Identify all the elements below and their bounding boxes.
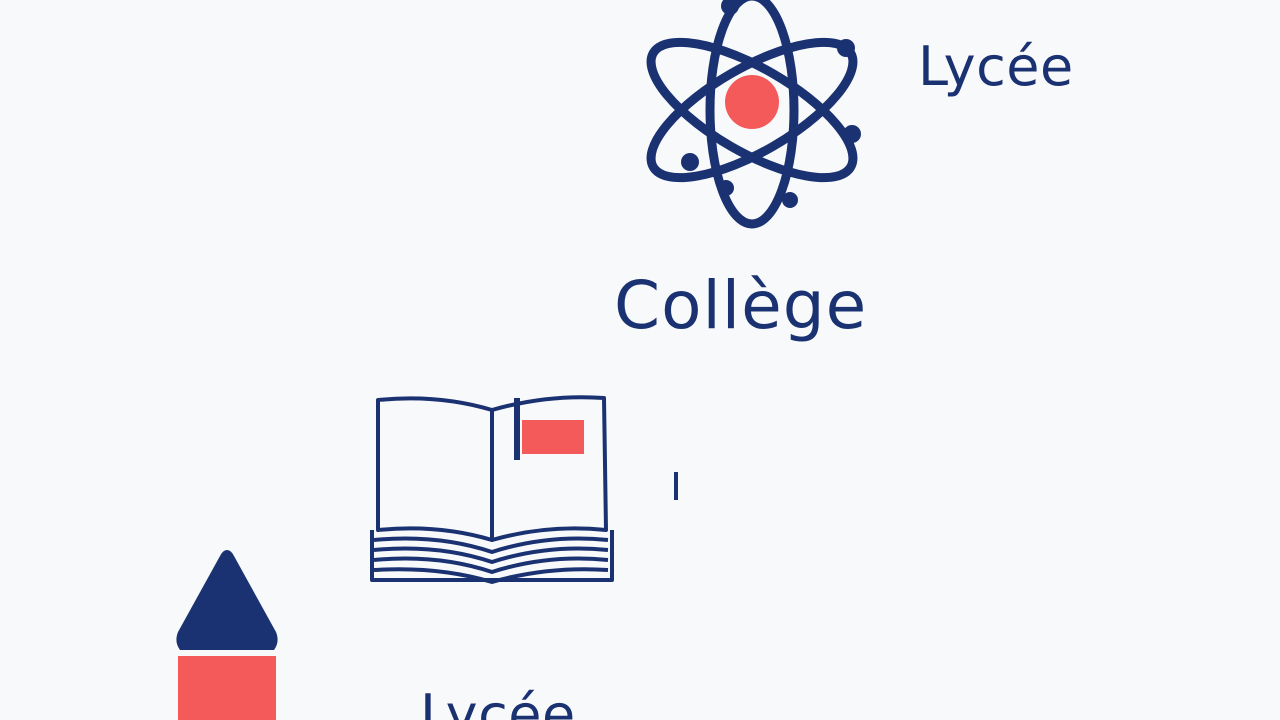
open-book-icon [370, 395, 614, 584]
stage-label-bottom: Lycée [420, 683, 576, 720]
pencil-icon [176, 550, 278, 720]
text-cursor [674, 472, 678, 500]
atom-icon [646, 0, 861, 229]
stage-label-middle: Collège [614, 267, 868, 344]
stage-label-top: Lycée [918, 35, 1074, 98]
